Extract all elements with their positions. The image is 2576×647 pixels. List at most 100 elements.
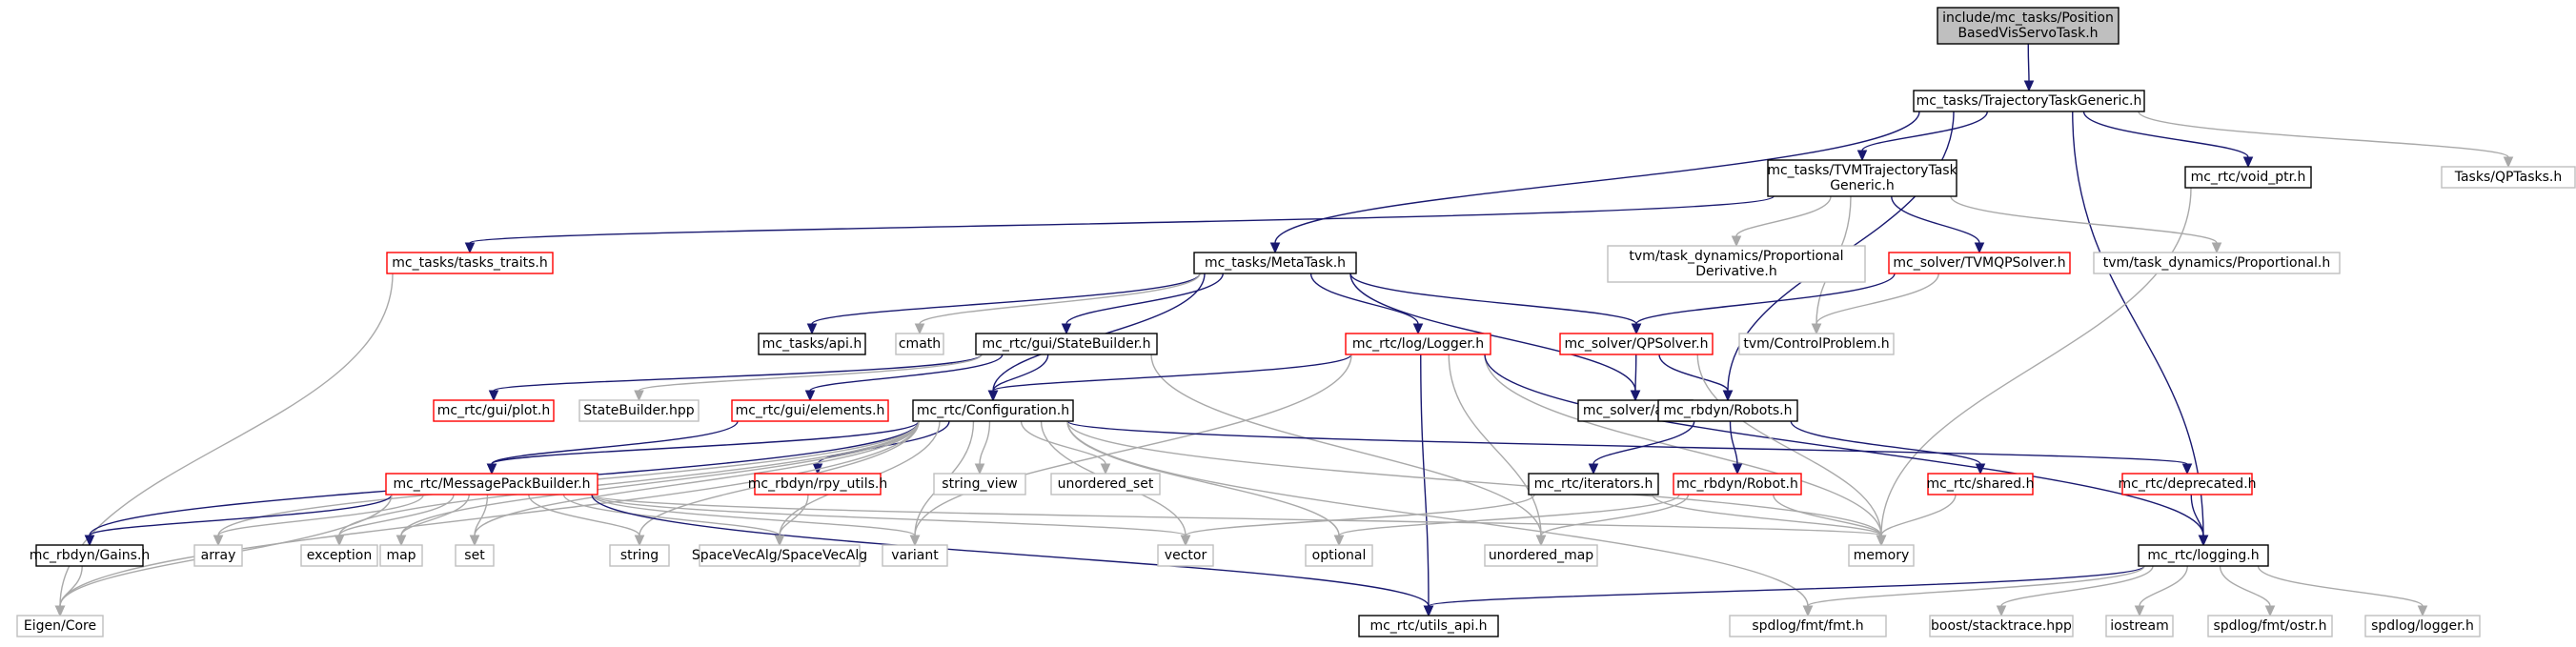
edge-deprecated-to-logging	[2190, 494, 2209, 547]
edge-statebuilder-to-plot	[488, 354, 983, 402]
node-box	[2441, 166, 2576, 189]
arrowhead-icon	[2264, 605, 2276, 617]
node-box	[731, 399, 889, 422]
node-label: Derivative.h	[1695, 264, 1777, 279]
edge-line	[2072, 111, 2204, 536]
node-traits[interactable]: mc_tasks/tasks_traits.h	[386, 252, 554, 274]
node-rpy[interactable]: mc_rbdyn/rpy_utils.h	[748, 473, 887, 495]
edge-line	[1065, 273, 1224, 325]
node-box	[1937, 7, 2120, 45]
node-box	[2093, 252, 2341, 274]
edge-line	[1274, 111, 1920, 244]
node-label: mc_solver/QPSolver.h	[1565, 336, 1709, 352]
arrowhead-icon	[1732, 463, 1743, 475]
edge-line	[1338, 494, 1680, 536]
edge-line	[914, 354, 1352, 536]
node-label: SpaceVecAlg/SpaceVecAlg	[692, 548, 867, 563]
node-deprecated[interactable]: mc_rtc/deprecated.h	[2118, 473, 2257, 495]
edge-tvmqp-to-ctrlprob	[1811, 273, 1939, 335]
edge-line	[528, 494, 640, 536]
node-iter[interactable]: mc_rtc/iterators.h	[1528, 473, 1659, 495]
arrowhead-icon	[1975, 463, 1986, 475]
node-shared[interactable]: mc_rtc/shared.h	[1926, 473, 2035, 495]
arrowhead-icon	[634, 535, 645, 547]
node-config[interactable]: mc_rtc/Configuration.h	[912, 399, 1074, 422]
node-box	[975, 333, 1158, 355]
node-traj[interactable]: mc_tasks/TrajectoryTaskGeneric.h	[1913, 90, 2145, 112]
edge-tvmtraj-to-traits	[464, 195, 1775, 254]
edge-line	[217, 494, 424, 536]
node-logging[interactable]: mc_rtc/logging.h	[2138, 544, 2269, 567]
node-spdlogger: spdlog/logger.h	[2364, 615, 2481, 637]
edge-line	[474, 494, 489, 536]
node-qptasks: Tasks/QPTasks.h	[2441, 166, 2576, 189]
node-robots[interactable]: mc_rbdyn/Robots.h	[1657, 399, 1798, 422]
node-box	[1305, 544, 1373, 567]
node-box	[2138, 544, 2269, 567]
node-box	[1913, 90, 2145, 112]
node-qpsolver[interactable]: mc_solver/QPSolver.h	[1559, 333, 1714, 355]
node-label: mc_rbdyn/Gains.h	[30, 548, 151, 563]
edge-line	[89, 494, 393, 536]
edge-line	[1790, 420, 1981, 465]
edge-config-to-uset	[1020, 420, 1111, 475]
node-root[interactable]: include/mc_tasks/PositionBasedVisServoTa…	[1937, 7, 2120, 45]
node-label: set	[464, 548, 485, 563]
edge-shared-to-memory	[1876, 494, 1957, 547]
arrowhead-icon	[1061, 323, 1072, 335]
node-ostr: spdlog/fmt/ostr.h	[2207, 615, 2333, 637]
edge-line	[59, 420, 920, 607]
edge-line	[992, 273, 1206, 392]
arrowhead-icon	[213, 535, 224, 547]
arrowhead-icon	[2198, 535, 2209, 547]
node-box	[609, 544, 670, 567]
arrowhead-icon	[987, 390, 999, 402]
arrowhead-icon	[2023, 80, 2035, 92]
node-robot[interactable]: mc_rbdyn/Robot.h	[1673, 473, 1802, 495]
node-box	[1673, 473, 1802, 495]
node-label: memory	[1854, 548, 1910, 563]
node-label: BasedVisServoTask.h	[1957, 26, 2098, 41]
edge-line	[400, 420, 920, 536]
edge-statebuilder-to-elements	[804, 354, 1004, 402]
node-utilsapi[interactable]: mc_rtc/utils_api.h	[1358, 615, 1499, 637]
node-tasksapi[interactable]: mc_tasks/api.h	[758, 333, 866, 355]
node-mpb[interactable]: mc_rtc/MessagePackBuilder.h	[385, 473, 598, 495]
node-gains[interactable]: mc_rbdyn/Gains.h	[30, 544, 151, 567]
arrowhead-icon	[2503, 156, 2514, 169]
edge-line	[493, 354, 983, 392]
node-box	[699, 544, 861, 567]
arrowhead-icon	[1588, 463, 1599, 475]
edge-line	[1309, 273, 1419, 325]
node-label: mc_tasks/TVMTrajectoryTask	[1767, 163, 1957, 178]
node-cmath: cmath	[895, 333, 944, 355]
arrowhead-icon	[334, 535, 345, 547]
node-tvmqp[interactable]: mc_solver/TVMQPSolver.h	[1888, 252, 2071, 274]
arrowhead-icon	[806, 323, 818, 335]
arrowhead-icon	[1731, 235, 1742, 248]
edge-metatask-to-qpsolver	[1349, 273, 1642, 335]
node-voidptr[interactable]: mc_rtc/void_ptr.h	[2184, 166, 2312, 189]
edge-line	[491, 420, 920, 465]
edge-logger-to-config	[987, 354, 1352, 402]
node-plot[interactable]: mc_rtc/gui/plot.h	[433, 399, 555, 422]
node-label: mc_rtc/deprecated.h	[2118, 476, 2256, 492]
arrowhead-icon	[1180, 535, 1191, 547]
node-box	[912, 399, 1074, 422]
node-elements[interactable]: mc_rtc/gui/elements.h	[731, 399, 889, 422]
node-statebuilder[interactable]: mc_rtc/gui/StateBuilder.h	[975, 333, 1158, 355]
arrowhead-icon	[1802, 605, 1814, 617]
node-box	[1657, 399, 1798, 422]
edge-line	[1420, 354, 1430, 607]
node-box	[1157, 544, 1214, 567]
edge-line	[1735, 195, 1832, 237]
edge-line	[469, 195, 1775, 244]
edge-logging-to-stacktrace	[1996, 565, 2154, 617]
edge-line	[1635, 273, 1896, 325]
node-box	[578, 399, 700, 422]
node-box	[1767, 159, 1957, 197]
node-logger[interactable]: mc_rtc/log/Logger.h	[1345, 333, 1491, 355]
node-metatask[interactable]: mc_tasks/MetaTask.h	[1193, 252, 1357, 274]
node-box	[1193, 252, 1357, 274]
